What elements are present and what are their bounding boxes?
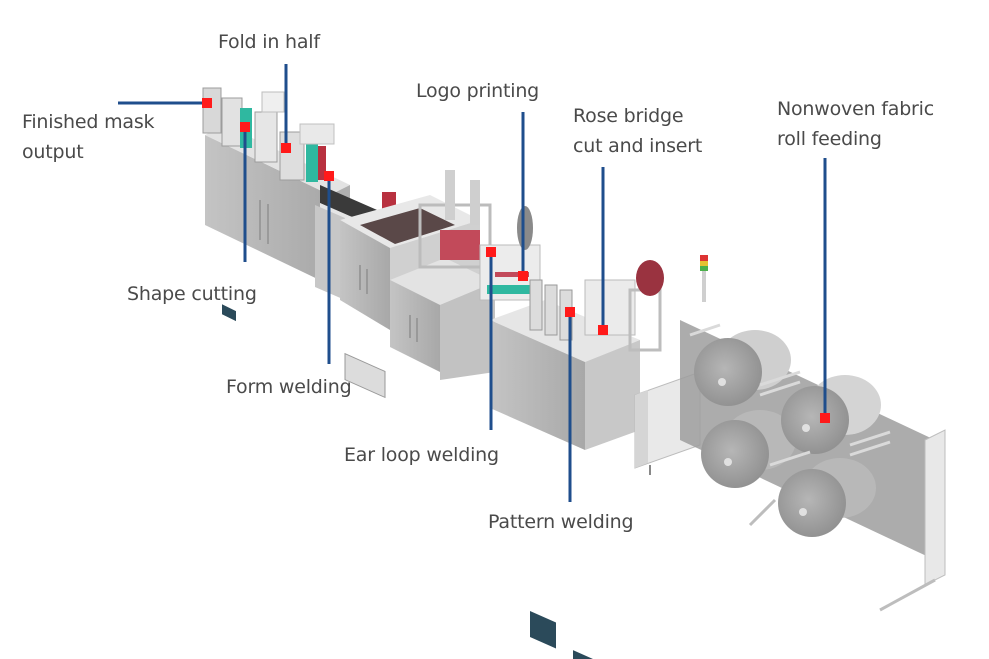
marker-logo-printing [518,271,528,281]
machine-section-output [202,87,350,322]
marker-pattern-welding [565,307,575,317]
label-logo-printing: Logo printing [416,80,540,102]
callout-leaders [118,64,830,502]
marker-form-welding [324,171,334,181]
fabric-roll [694,330,791,406]
label-form-welding: Form welding [226,376,352,398]
fabric-roll [701,410,796,488]
label-pattern-welding: Pattern welding [488,511,634,533]
marker-shape-cutting [240,122,250,132]
label-shape-cutting: Shape cutting [127,283,257,305]
marker-fold-in-half [281,143,291,153]
label-fold-in-half: Fold in half [218,31,320,53]
marker-rose-bridge [598,325,608,335]
label-rose-bridge: Rose bridge cut and insert [573,105,703,157]
marker-finished-mask-output [202,98,212,108]
fabric-rolls [689,323,891,537]
label-finished-mask-output: Finished mask output [22,111,155,163]
label-ear-loop-welding: Ear loop welding [344,444,499,466]
marker-nonwoven-feeding [820,413,830,423]
marker-ear-loop-welding [486,247,496,257]
fabric-roll [778,458,876,537]
machine-section-pattern-welding [490,279,662,659]
label-nonwoven-feeding: Nonwoven fabric roll feeding [777,98,934,150]
